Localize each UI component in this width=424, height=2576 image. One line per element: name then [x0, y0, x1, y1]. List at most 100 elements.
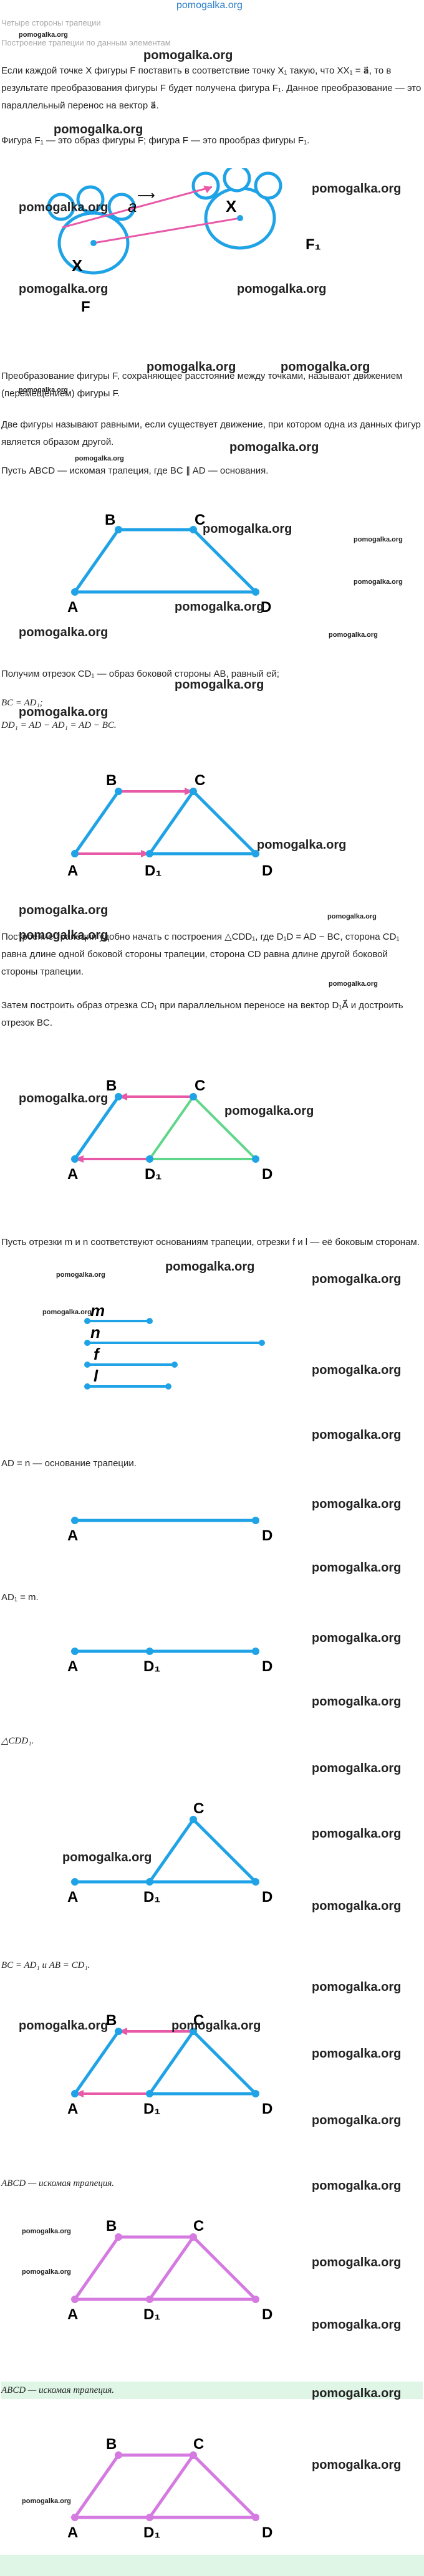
vertex-label-a: A: [67, 1658, 78, 1675]
watermark: pomogalka.org: [165, 1260, 255, 1274]
watermark: pomogalka.org: [42, 1309, 92, 1316]
vertex-label-b: B: [105, 512, 115, 528]
vertex-label-c: C: [193, 2218, 204, 2235]
watermark: pomogalka.org: [329, 631, 378, 639]
paragraph-let-trapezoid: Пусть ABCD — искомая трапеция, где BC ∥ …: [1, 465, 269, 476]
watermark: pomogalka.org: [175, 678, 264, 692]
vertex-label-c: C: [195, 772, 205, 789]
site-link[interactable]: pomogalka.org: [176, 0, 243, 11]
vertex-label-c: C: [195, 512, 205, 528]
vertex-label-d: D: [262, 1166, 272, 1183]
figure-f1-shape: [191, 168, 282, 250]
watermark: pomogalka.org: [312, 1561, 402, 1575]
section-subtitle: Построение трапеции по данным элементам: [1, 38, 171, 47]
watermark: pomogalka.org: [224, 1104, 314, 1118]
vector-a-line: [62, 186, 213, 229]
watermark: pomogalka.org: [257, 838, 347, 852]
watermark: pomogalka.org: [312, 1363, 402, 1377]
translation-figure: X X a ⟶ F F₁: [47, 168, 321, 315]
vertex-label-m: m: [90, 1301, 105, 1320]
vertex-label-a: A: [67, 2101, 78, 2117]
watermark: pomogalka.org: [312, 1899, 402, 1913]
watermark: pomogalka.org: [312, 2114, 402, 2127]
paragraph-construction-start: Построение трапеции удобно начать с пост…: [1, 932, 400, 977]
point-x1: [237, 215, 243, 221]
vertex-label-a: A: [67, 862, 78, 879]
watermark: pomogalka.org: [19, 705, 108, 719]
watermark: pomogalka.org: [19, 2019, 108, 2033]
watermark: pomogalka.org: [354, 536, 403, 543]
section-title: Четыре стороны трапеции: [1, 18, 101, 27]
watermark: pomogalka.org: [19, 904, 108, 917]
watermark: pomogalka.org: [175, 600, 264, 614]
segment-ad1-figure: A D₁ D: [67, 1648, 272, 1675]
watermark: pomogalka.org: [312, 1762, 402, 1775]
watermark: pomogalka.org: [75, 455, 124, 462]
equation-dd1: DD₁ = AD − AD₁ = AD − BC.: [1, 720, 117, 730]
paragraph-translate-cd1: Затем построить образ отрезка CD₁ при па…: [1, 1000, 403, 1028]
vertex-label-b: B: [106, 2218, 117, 2235]
label-x1: X: [226, 197, 237, 216]
trapezoid-figure-4: A B C D₁ D: [67, 2012, 272, 2117]
vertex-label-a: A: [67, 1889, 78, 1906]
vertex-label-b: B: [106, 2436, 117, 2453]
paragraph-given-segments: Пусть отрезки m и n соответствуют основа…: [1, 1237, 420, 1247]
paragraph-bc-ab: BC = AD₁ и AB = CD₁.: [1, 1960, 90, 1970]
watermark: pomogalka.org: [22, 2497, 71, 2505]
vector-a-arrowhead: [203, 186, 212, 193]
watermark: pomogalka.org: [312, 2318, 402, 2332]
segment-ad-figure: A D: [67, 1517, 272, 1544]
trapezoid-figure-1: A B C D: [67, 512, 271, 616]
vertex-label-d1: D₁: [143, 1658, 160, 1675]
label-figure-f1: F₁: [306, 236, 321, 253]
vertex-label-d: D: [262, 2524, 272, 2541]
watermark: pomogalka.org: [19, 31, 68, 39]
watermark: pomogalka.org: [327, 913, 377, 920]
vertex-label-a: A: [67, 2306, 78, 2323]
xx1-segment: [93, 217, 241, 244]
vertex-label-d1: D₁: [145, 862, 161, 879]
point-x: [90, 240, 97, 246]
watermark: pomogalka.org: [147, 360, 236, 374]
watermark: pomogalka.org: [171, 2019, 261, 2033]
watermark: pomogalka.org: [312, 2387, 402, 2400]
watermark: pomogalka.org: [203, 522, 292, 536]
watermark: pomogalka.org: [312, 1827, 402, 1841]
watermark: pomogalka.org: [281, 360, 370, 374]
watermark: pomogalka.org: [312, 1428, 402, 1442]
trapezoid-figure-3: A B C D₁ D: [67, 1077, 272, 1183]
watermark: pomogalka.org: [62, 1851, 152, 1864]
watermark: pomogalka.org: [312, 2458, 402, 2472]
watermark: pomogalka.org: [19, 928, 108, 942]
footer-band: [0, 2555, 424, 2576]
vertex-label-a: A: [67, 2524, 78, 2541]
watermark: pomogalka.org: [143, 49, 233, 62]
vertex-label-c: C: [193, 2436, 204, 2453]
paragraph-ad1-m: AD₁ = m.: [1, 1592, 39, 1603]
vertex-label-b: B: [106, 1077, 117, 1094]
watermark: pomogalka.org: [229, 441, 319, 454]
paragraph-triangle: △CDD₁.: [1, 1736, 34, 1746]
label-x: X: [72, 256, 83, 275]
watermark: pomogalka.org: [312, 2256, 402, 2269]
watermark: pomogalka.org: [354, 578, 403, 586]
watermark: pomogalka.org: [312, 1497, 402, 1511]
trapezoid-result-figure-2: A B C D₁ D: [67, 2436, 272, 2541]
paragraph-equal-figures: Две фигуры называют равными, если сущест…: [1, 419, 421, 447]
watermark: pomogalka.org: [312, 182, 402, 196]
label-vector-a: a: [128, 197, 137, 216]
watermark: pomogalka.org: [19, 201, 108, 214]
paragraph-cd1: Получим отрезок CD₁ — образ боковой стор…: [1, 669, 279, 679]
vertex-label-d: D: [262, 2101, 272, 2117]
paragraph-ad-n: AD = n — основание трапеции.: [1, 1458, 137, 1469]
paragraph-translation-definition: Если каждой точке X фигуры F поставить в…: [1, 65, 422, 111]
vertex-label-d1: D₁: [143, 2101, 160, 2117]
watermark: pomogalka.org: [56, 1271, 105, 1279]
watermark: pomogalka.org: [312, 1631, 402, 1645]
vertex-label-d1: D₁: [145, 1166, 161, 1183]
vertex-label-n: n: [90, 1323, 100, 1342]
watermark: pomogalka.org: [54, 123, 143, 136]
watermark: pomogalka.org: [329, 980, 378, 988]
vertex-label-a: A: [67, 1527, 78, 1544]
vector-a-bar: ⟶: [137, 189, 155, 203]
